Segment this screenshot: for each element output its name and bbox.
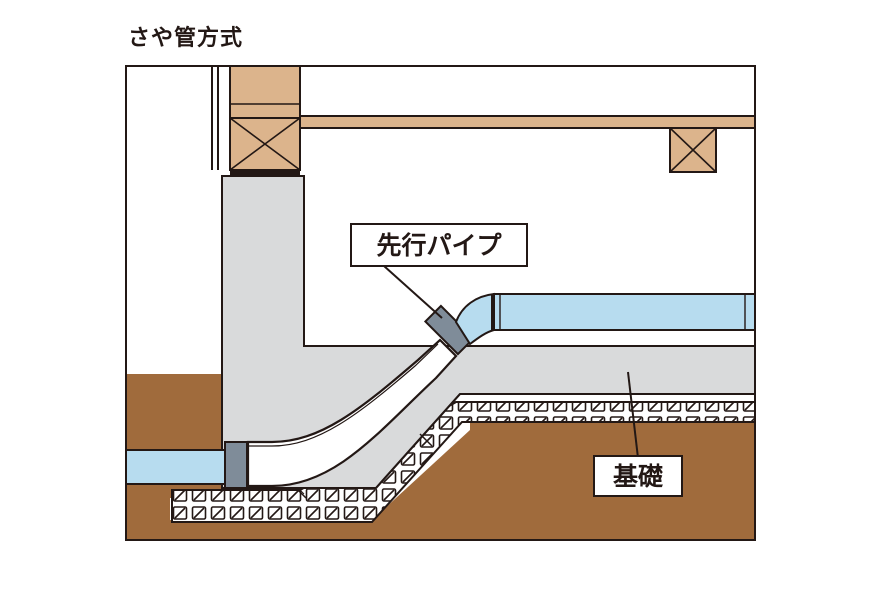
wood-floor-beam <box>299 115 755 129</box>
packing <box>230 170 300 176</box>
slab-inner-line <box>299 489 305 495</box>
wood-column <box>229 66 301 119</box>
sleeve-pipe <box>246 338 458 488</box>
water-pipe-left <box>126 449 227 485</box>
coupler-left <box>224 441 248 489</box>
water-pipe-right <box>493 293 755 331</box>
pipe-callout-label: 先行パイプ <box>376 231 502 260</box>
foundation-callout-label: 基礎 <box>613 462 663 491</box>
diagram-frame <box>125 65 756 541</box>
foundation-leader-line <box>627 371 639 459</box>
slab-edge <box>375 393 461 489</box>
sleeve-pipe-inner-line <box>248 343 439 447</box>
foundation-callout-box <box>593 455 683 497</box>
soil-under-foundation <box>170 418 755 540</box>
pipe-leader-line <box>383 265 443 319</box>
sleeve-pipe-joint <box>295 433 433 499</box>
diagram-title: さや管方式 <box>128 26 244 51</box>
pipe-callout-box <box>350 223 528 267</box>
